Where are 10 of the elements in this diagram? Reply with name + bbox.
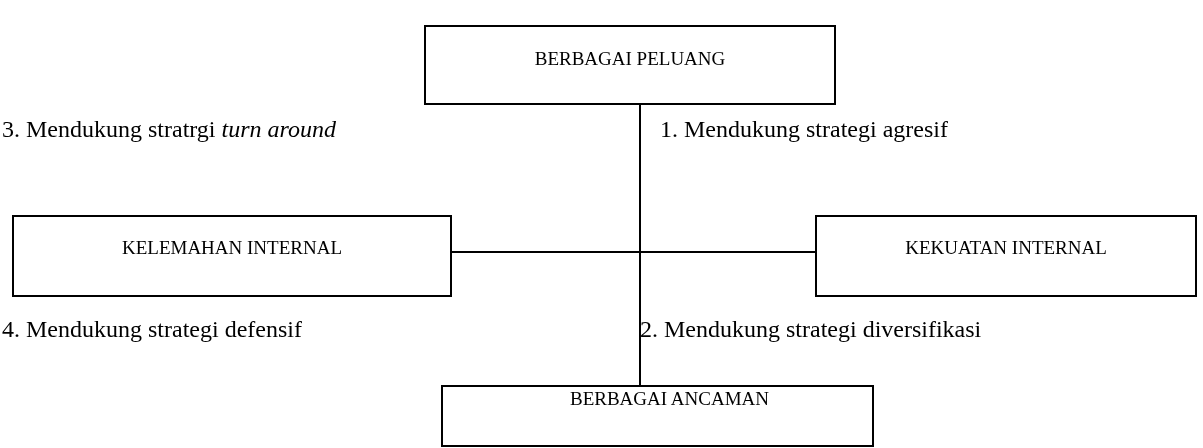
- quadrant-label: 4. Mendukung strategi defensif: [2, 315, 302, 344]
- quadrant-label: 1. Mendukung strategi agresif: [660, 115, 948, 144]
- process-box: BERBAGAI ANCAMAN: [441, 385, 874, 447]
- process-box: BERBAGAI PELUANG: [424, 25, 836, 105]
- process-box: KELEMAHAN INTERNAL: [12, 215, 452, 297]
- quadrant-label: 3. Mendukung stratrgi turn around: [2, 115, 336, 144]
- connector-line: [639, 104, 641, 386]
- quadrant-label: 2. Mendukung strategi diversifikasi: [640, 315, 982, 344]
- process-box: KEKUATAN INTERNAL: [815, 215, 1197, 297]
- connector-line: [451, 251, 816, 253]
